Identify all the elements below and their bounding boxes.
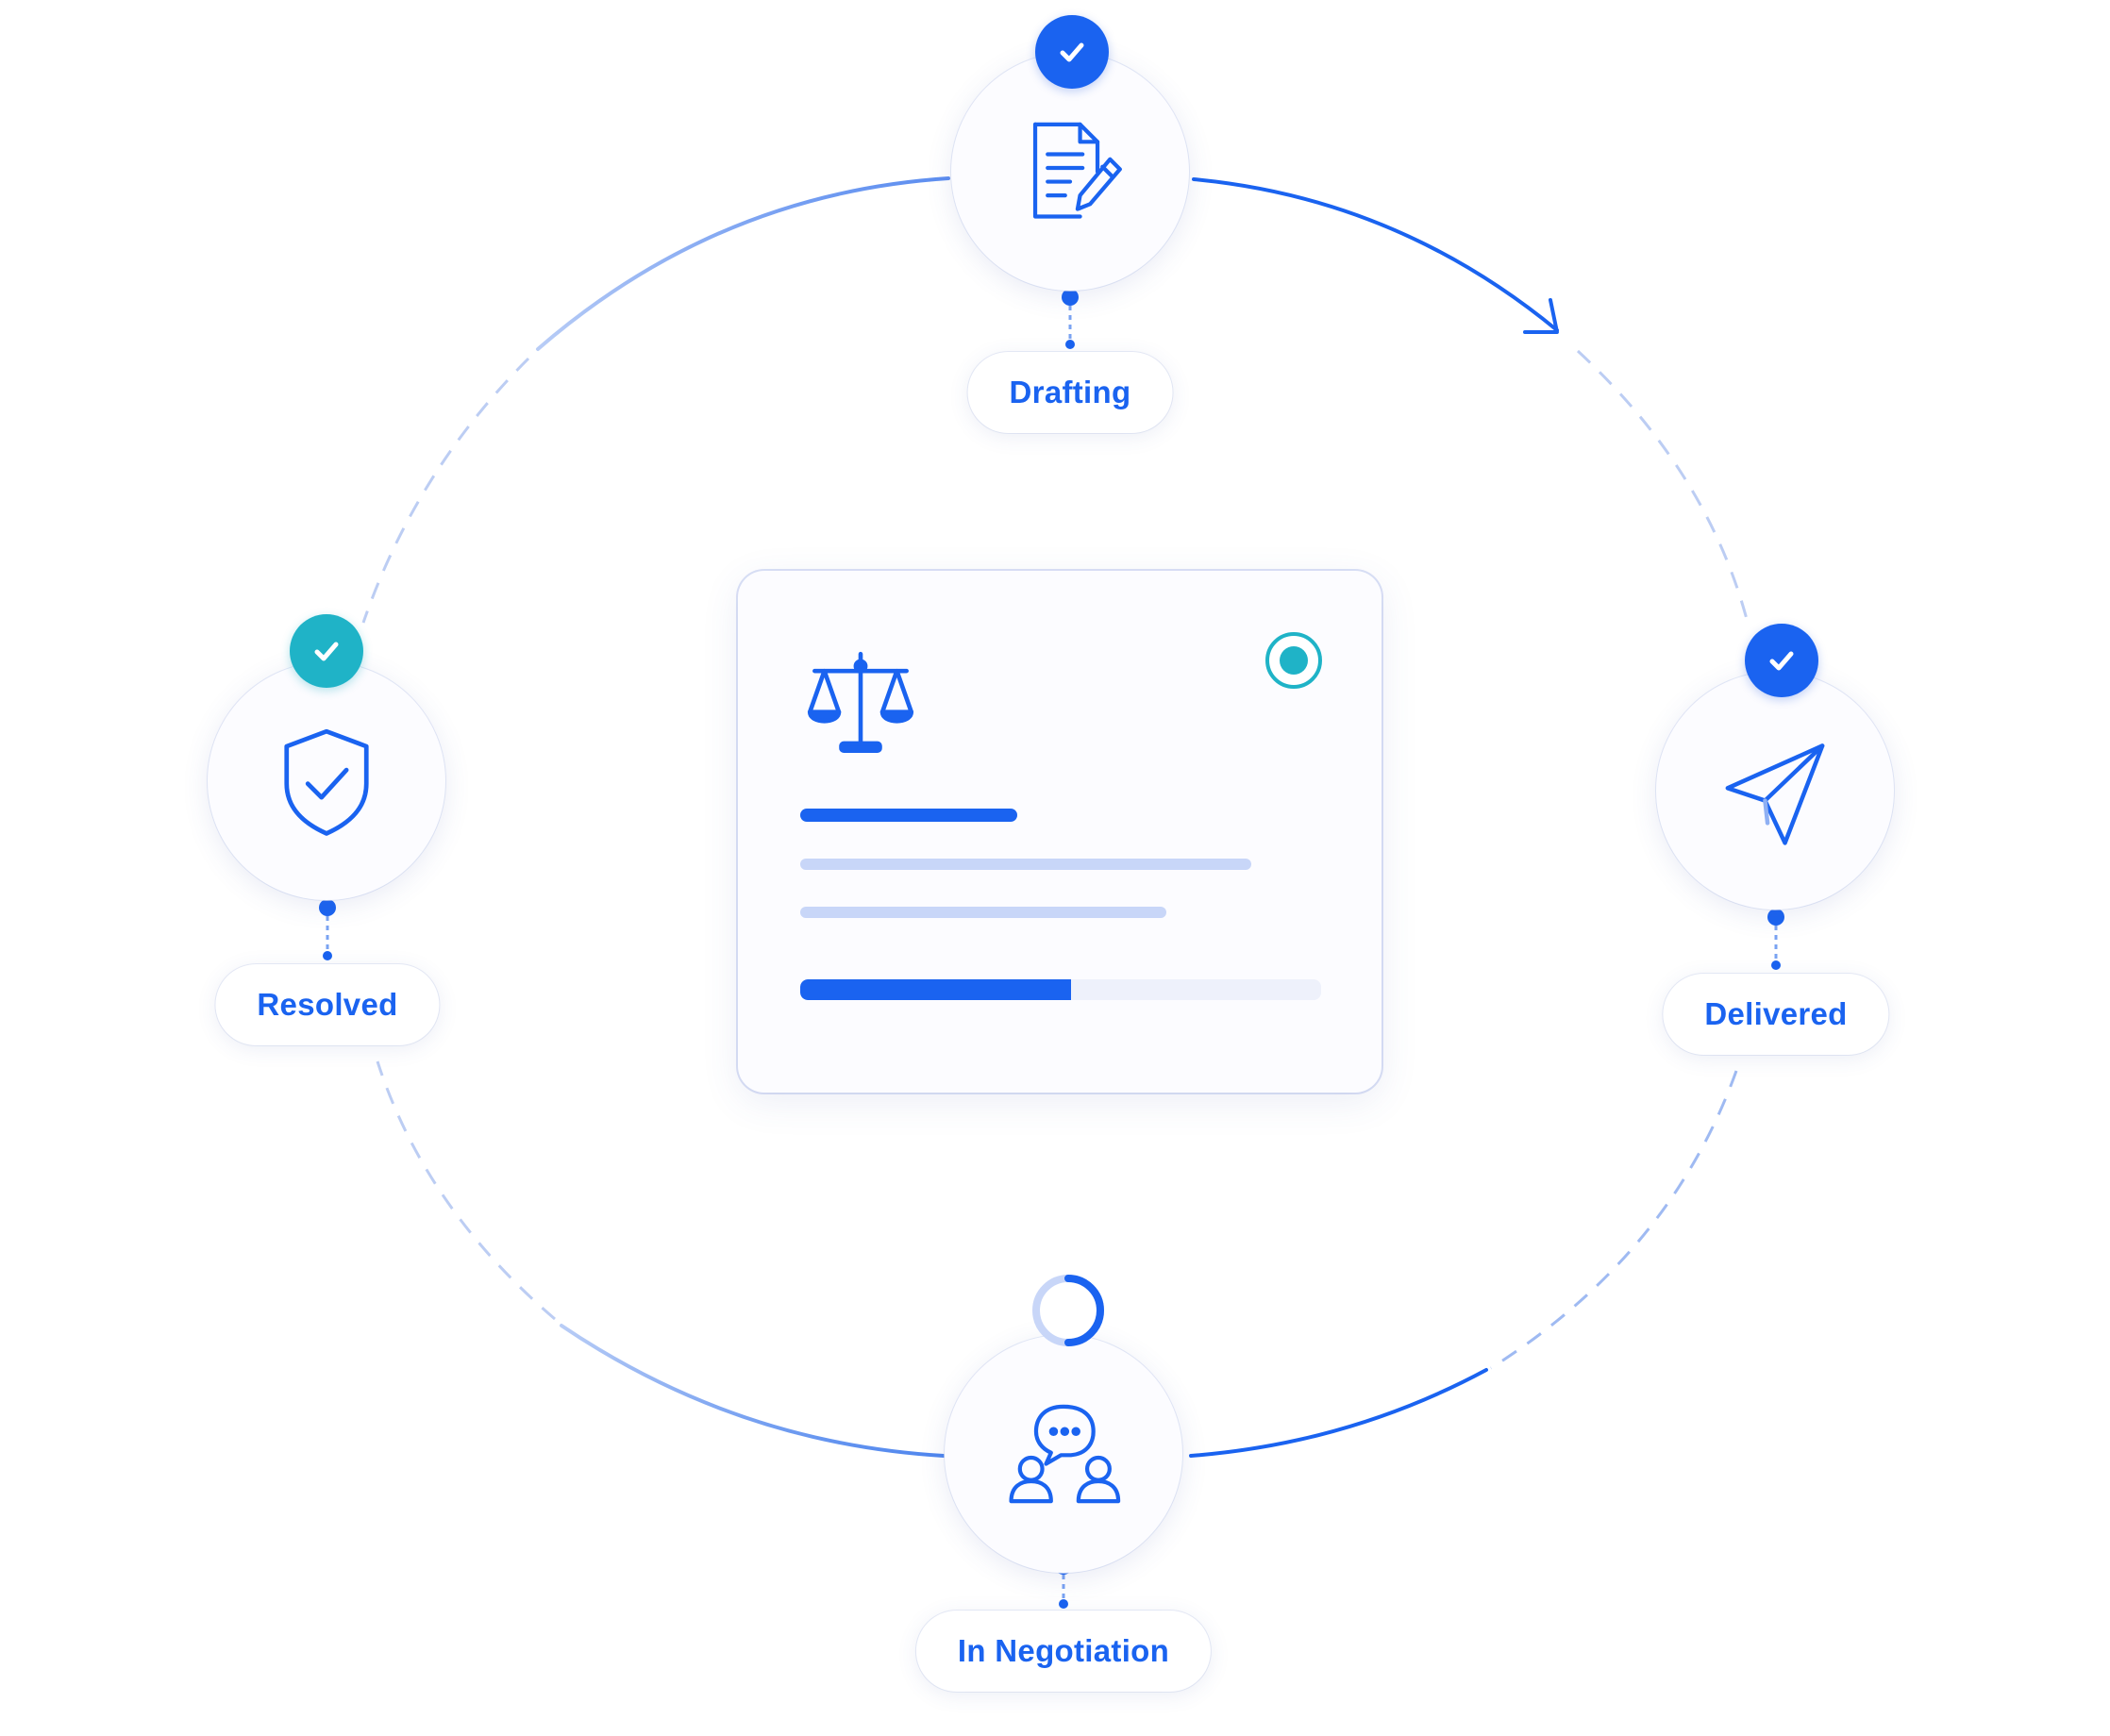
checkmark-icon xyxy=(1769,651,1794,671)
connector-drafting xyxy=(1062,289,1079,349)
arc-top-left-dashed xyxy=(361,357,530,624)
arc-bottom-right xyxy=(1189,1368,1488,1458)
stage-label-negotiation[interactable]: In Negotiation xyxy=(915,1611,1212,1692)
document-edit-icon xyxy=(1032,122,1122,219)
scales-of-justice-icon xyxy=(807,651,914,753)
in-progress-spinner-icon xyxy=(1032,1275,1104,1346)
stage-label-delivered[interactable]: Delivered xyxy=(1663,974,1889,1055)
progress-track xyxy=(800,979,1321,1000)
complete-badge-delivered xyxy=(1745,624,1818,697)
complete-badge-resolved xyxy=(290,614,363,688)
text-line-placeholder xyxy=(800,859,1251,870)
progress-fill xyxy=(800,979,1072,1000)
arc-bottom-left xyxy=(560,1324,946,1458)
stage-label-drafting[interactable]: Drafting xyxy=(967,352,1173,433)
checkmark-icon xyxy=(1060,42,1084,62)
checkmark-icon xyxy=(314,642,339,661)
text-line-placeholder xyxy=(800,907,1166,918)
arc-bottom-left-dashed xyxy=(376,1060,556,1321)
paper-plane-icon xyxy=(1725,743,1825,845)
complete-badge-drafting xyxy=(1035,15,1109,89)
stage-node-resolved[interactable] xyxy=(208,662,445,900)
arc-top-left xyxy=(536,176,950,351)
connector-delivered xyxy=(1767,909,1784,970)
arc-top-right xyxy=(1192,177,1559,332)
arc-right-dashed xyxy=(1576,349,1750,624)
title-line-placeholder xyxy=(800,809,1017,822)
case-summary-card[interactable] xyxy=(738,571,1382,1093)
stage-label-resolved[interactable]: Resolved xyxy=(215,964,440,1045)
discussion-people-icon xyxy=(1009,1404,1121,1504)
stage-node-drafting[interactable] xyxy=(951,53,1189,291)
connector-resolved xyxy=(319,899,336,960)
shield-check-icon xyxy=(284,728,369,836)
arrow-head xyxy=(1523,298,1559,334)
radio-selected-icon[interactable] xyxy=(1264,631,1323,690)
arc-bottom-right-dashed xyxy=(1490,1070,1738,1370)
stage-node-delivered[interactable] xyxy=(1656,672,1894,910)
stage-node-negotiation[interactable] xyxy=(945,1335,1182,1573)
